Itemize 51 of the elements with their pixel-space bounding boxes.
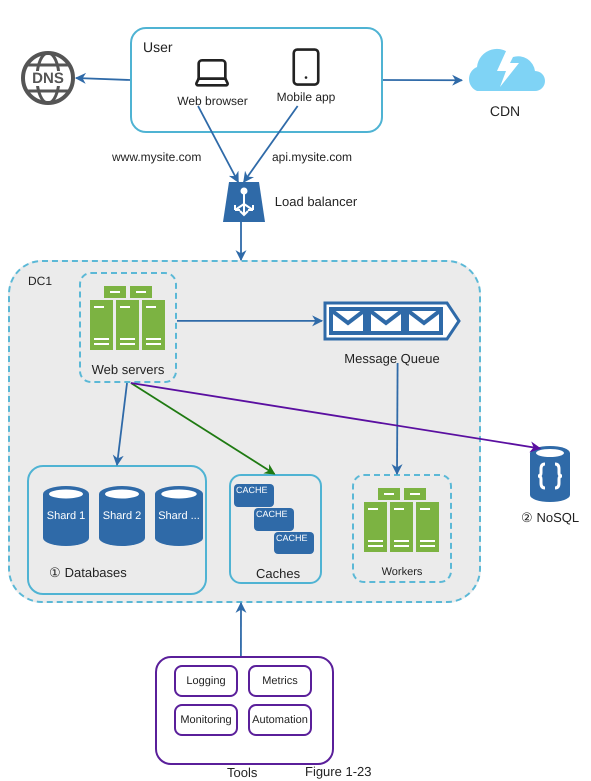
arrow bbox=[235, 602, 246, 656]
arrow bbox=[197, 106, 239, 183]
node-label: Mobile app bbox=[276, 89, 336, 106]
server-group-box bbox=[352, 474, 452, 583]
arrow bbox=[383, 74, 464, 86]
edge-label: api.mysite.com bbox=[272, 150, 352, 164]
node-label: Load balancer bbox=[274, 193, 358, 212]
node-label: Automation bbox=[252, 712, 308, 728]
node-label: Message Queue bbox=[344, 350, 440, 368]
arrow bbox=[177, 315, 324, 326]
group-title: DC1 bbox=[28, 273, 52, 290]
tool-box bbox=[174, 665, 238, 697]
figure-caption: Figure 1-23 bbox=[305, 765, 372, 779]
node-label: ① Databases bbox=[49, 564, 127, 582]
node-label: CACHE bbox=[236, 485, 268, 496]
node-label: Shard 2 bbox=[102, 508, 142, 524]
arrow bbox=[243, 105, 298, 183]
cache-tile bbox=[274, 532, 314, 554]
node-label: Shard ... bbox=[158, 508, 200, 524]
node-label: Web servers bbox=[92, 361, 164, 379]
node-label: Monitoring bbox=[180, 712, 232, 728]
cache-tile bbox=[254, 508, 294, 531]
tool-box bbox=[248, 665, 312, 697]
node-label: ② NoSQL bbox=[520, 509, 580, 527]
node-label: Workers bbox=[382, 565, 422, 580]
node-label: Web browser bbox=[177, 93, 248, 110]
node-label: Logging bbox=[186, 674, 226, 689]
arrow bbox=[130, 382, 276, 475]
data-center-box bbox=[8, 260, 481, 603]
cache-tile bbox=[234, 484, 274, 507]
arrow bbox=[112, 382, 128, 466]
node-label: DNS bbox=[31, 70, 65, 86]
database-group-box bbox=[27, 465, 207, 595]
node-label: CDN bbox=[490, 102, 520, 121]
node-label: CACHE bbox=[276, 533, 308, 544]
node-label: CACHE bbox=[256, 509, 288, 520]
tool-box bbox=[248, 704, 312, 736]
cache-group-box bbox=[229, 474, 322, 584]
tool-box bbox=[174, 704, 238, 736]
arrow bbox=[392, 363, 403, 476]
arrow bbox=[74, 72, 130, 84]
arrow bbox=[130, 382, 542, 452]
client-group-box bbox=[130, 27, 383, 133]
arrow bbox=[236, 222, 246, 262]
group-title: User bbox=[143, 38, 173, 57]
node-label: Shard 1 bbox=[46, 508, 86, 524]
edge-label: www.mysite.com bbox=[112, 150, 202, 164]
group-title: Tools bbox=[227, 766, 258, 780]
server-group-box bbox=[79, 272, 177, 383]
node-label: Metrics bbox=[262, 674, 298, 689]
node-label: Caches bbox=[256, 565, 300, 583]
